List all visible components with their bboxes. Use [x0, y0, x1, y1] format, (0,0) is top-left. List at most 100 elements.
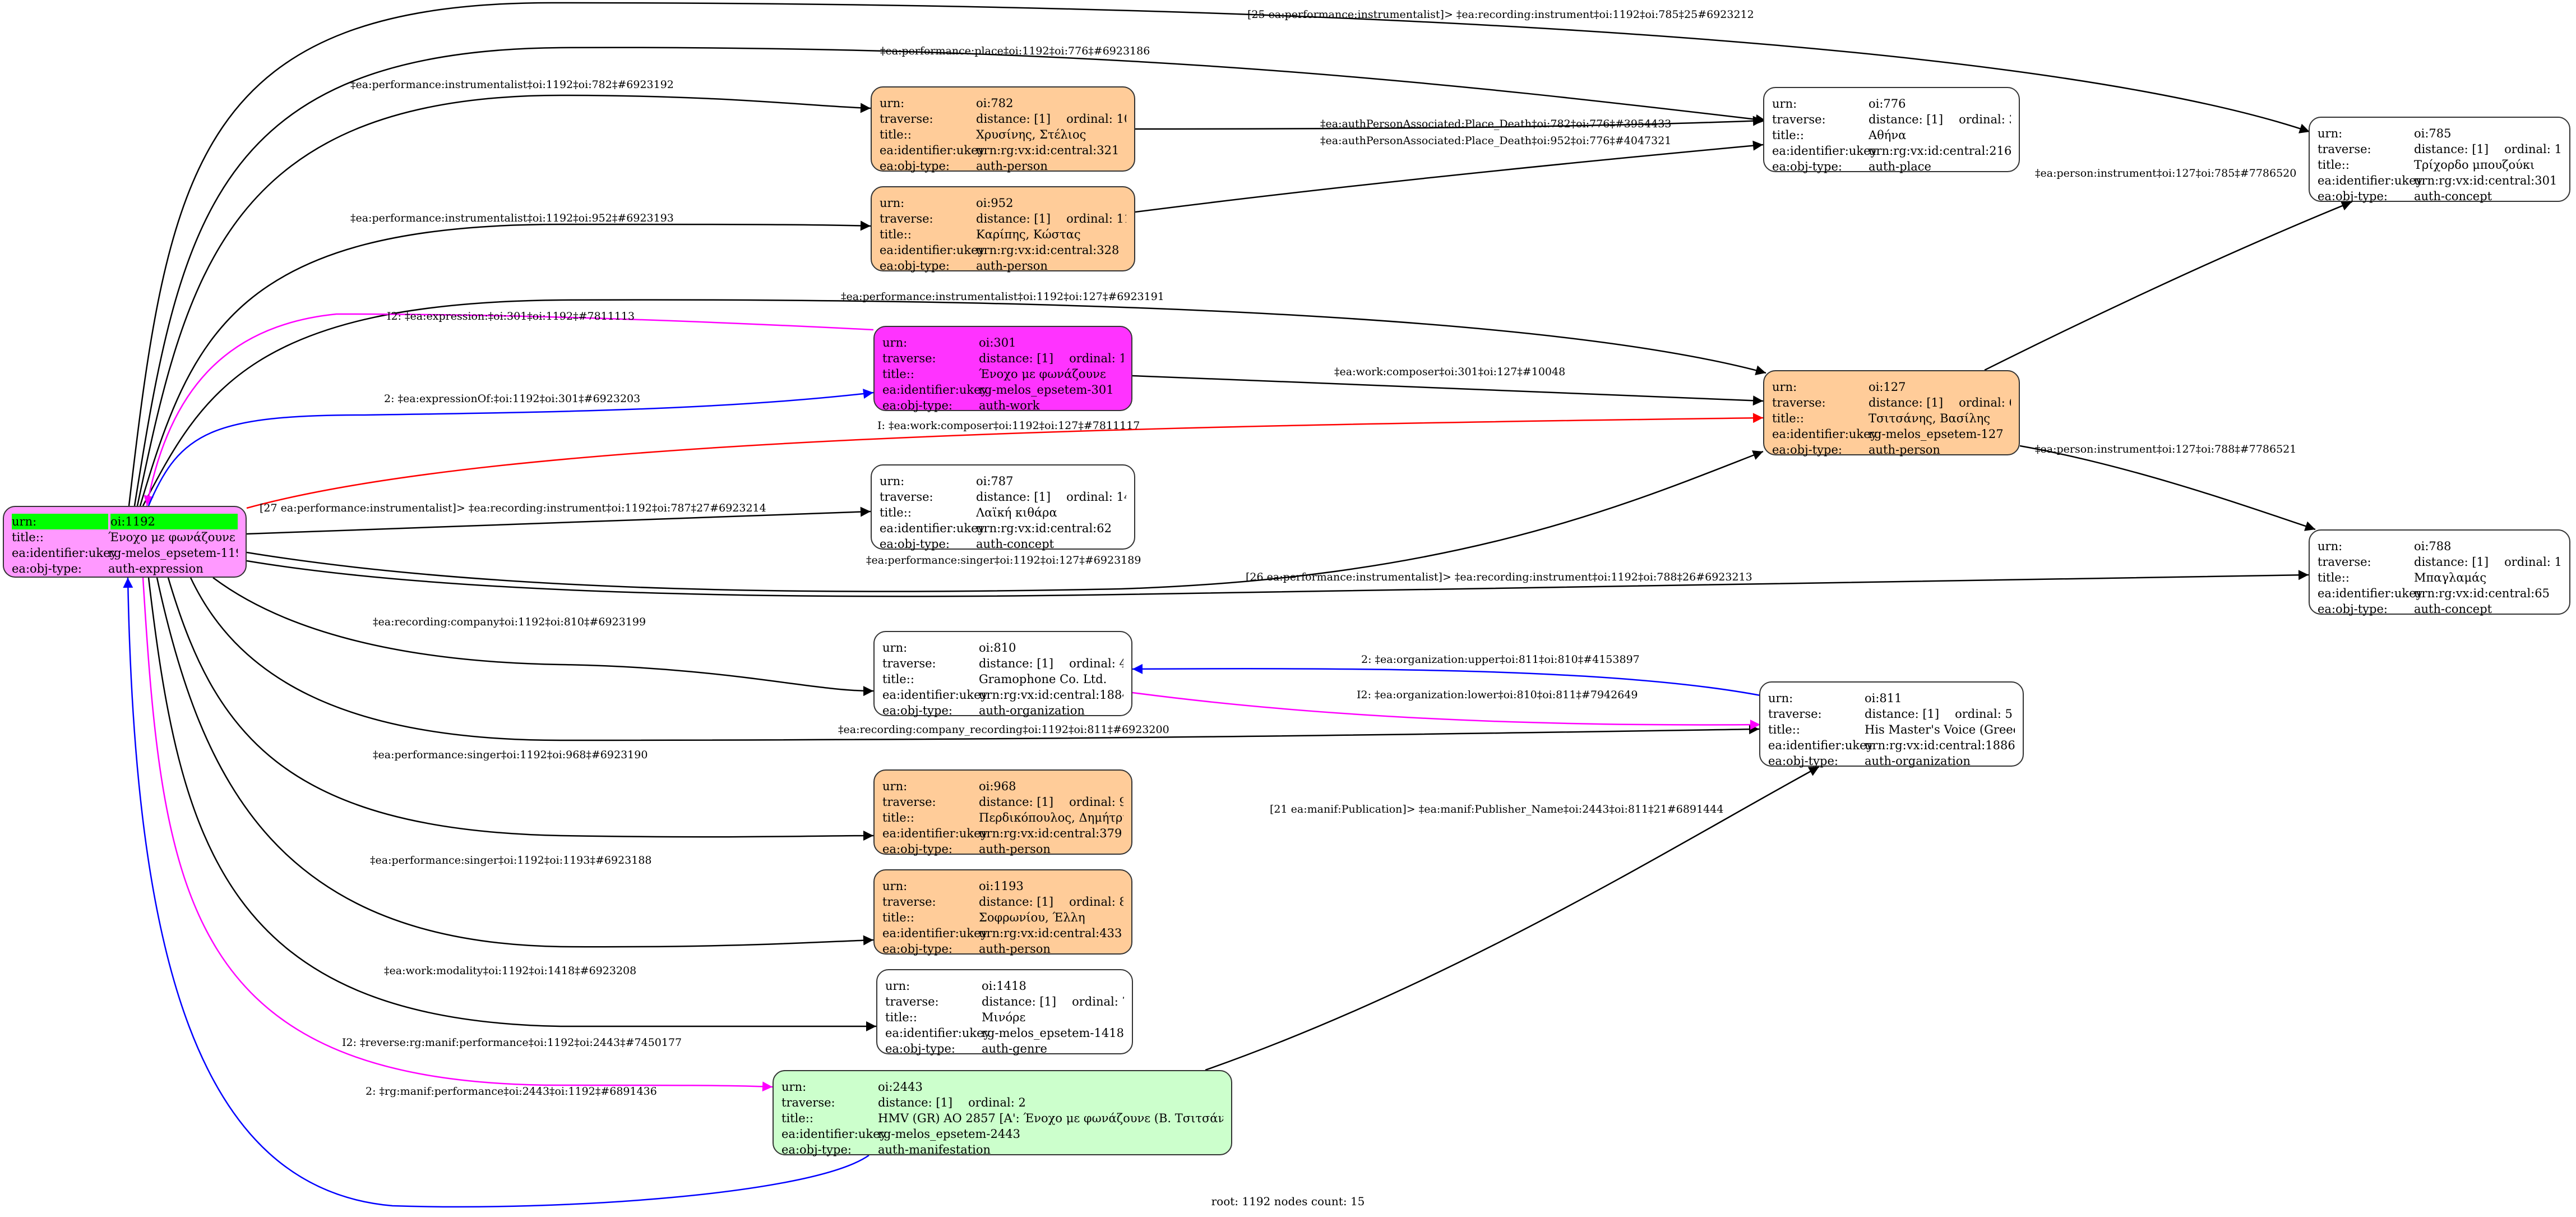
field-value: urn:rg:vx:id:central:1886 [1865, 739, 2015, 752]
field-label: ea:obj-type: [882, 399, 952, 412]
field-label: title:: [12, 531, 44, 544]
node-field-row: ea:obj-type:auth-organization [882, 703, 1123, 718]
field-label: ea:obj-type: [882, 942, 952, 956]
node-field-row: ea:obj-type:auth-manifestation [781, 1142, 1223, 1158]
field-label: title:: [882, 672, 914, 686]
field-label: ea:obj-type: [1768, 754, 1838, 768]
field-value: auth-concept [976, 537, 1055, 551]
edge-n1192-to-n811 [189, 577, 1760, 741]
field-label: title:: [880, 228, 912, 241]
ordinal-value: 3 [2009, 113, 2011, 126]
node-field-row: urn:oi:1193 [882, 878, 1123, 894]
edge-n2443-to-n811 [1205, 766, 1820, 1071]
field-value: oi:782 [976, 96, 1014, 110]
field-value: oi:127 [1869, 380, 1906, 394]
field-value: auth-concept [2414, 190, 2492, 203]
edge-label: [21 ea:manif:Publication]> ‡ea:manif:Pub… [1270, 803, 1724, 815]
node-field-row: traverse:distance: [1]ordinal: 6 [1772, 395, 2011, 411]
ordinal-value: 7 [1122, 995, 1124, 1008]
node-field-row: title::Σοφρωνίου, Έλλη [882, 910, 1123, 925]
node-field-row: title::Καρίπης, Κώστας [880, 227, 1126, 242]
node-field-row: traverse:distance: [1]ordinal: 3 [1772, 112, 2011, 127]
field-value: auth-person [979, 942, 1051, 956]
field-label: title:: [882, 367, 914, 381]
field-value: urn:rg:vx:id:central:379 [979, 827, 1122, 840]
distance-prefix: distance: [976, 112, 1034, 126]
field-label: title:: [880, 128, 912, 141]
ordinal-prefix: ordinal: [1072, 995, 1122, 1008]
node-field-row: urn:oi:968 [882, 778, 1123, 794]
field-label: traverse: [2318, 555, 2371, 569]
node-field-row: urn:oi:127 [1772, 379, 2011, 395]
field-value: auth-expression [108, 562, 204, 575]
edge-n2443-to-n1192 [123, 577, 870, 1208]
distance-value: [1] [1926, 113, 1944, 126]
node-field-row: traverse:distance: [1]ordinal: 11 [880, 211, 1126, 227]
field-label: traverse: [781, 1096, 835, 1109]
field-value: oi:968 [979, 780, 1016, 793]
field-label: ea:identifier:ukey [12, 546, 117, 560]
field-value: rg-melos_epsetem-1418 [982, 1026, 1124, 1040]
edge-label: ‡ea:person:instrument‡oi:127‡oi:785‡#778… [2035, 167, 2297, 179]
distance-value: [1] [1037, 795, 1054, 809]
node-field-row: ea:obj-type:auth-person [1772, 442, 2011, 458]
node-field-row: traverse:distance: [1]ordinal: 9 [882, 794, 1123, 810]
field-label: traverse: [1768, 707, 1822, 721]
node-field-row: urn:oi:952 [880, 195, 1126, 211]
field-label: traverse: [882, 795, 936, 809]
node-field-row: title::His Master's Voice (Greece) [1768, 722, 2015, 737]
distance-prefix: distance: [1869, 113, 1927, 126]
node-field-row: traverse:distance: [1]ordinal: 5 [1768, 706, 2015, 722]
edge-label: [26 ea:performance:instrumentalist]> ‡ea… [1246, 571, 1752, 583]
node-field-row: traverse:distance: [1]ordinal: 14 [880, 489, 1126, 505]
field-value: urn:rg:vx:id:central:65 [2414, 587, 2550, 600]
field-label: ea:identifier:ukey [880, 522, 985, 535]
edge-n1192-to-n301 [147, 389, 874, 506]
distance-prefix: distance: [878, 1096, 936, 1109]
ordinal-prefix: ordinal: [1066, 212, 1117, 225]
field-value: oi:1418 [982, 979, 1026, 993]
edge-n810-to-n811 [1132, 692, 1761, 730]
ordinal: ordinal: 10 [1066, 112, 1126, 126]
field-value: urn:rg:vx:id:central:62 [976, 522, 1112, 535]
edge-n1192-to-n968 [167, 577, 874, 841]
node-field-row: urn:oi:788 [2318, 538, 2561, 554]
distance-value: [1] [1034, 112, 1051, 126]
ordinal-prefix: ordinal: [1066, 490, 1117, 504]
field-value: auth-concept [2414, 602, 2492, 616]
field-label: ea:identifier:ukey [1768, 739, 1874, 752]
field-value: auth-organization [979, 704, 1085, 717]
field-label: traverse: [882, 895, 936, 909]
node-field-row: traverse:distance: [1]ordinal: 4 [882, 656, 1123, 671]
edge-n301-to-n1192 [144, 313, 874, 506]
distance-prefix: distance: [979, 795, 1037, 809]
ordinal-prefix: ordinal: [2504, 142, 2555, 156]
distance-prefix: distance: [979, 895, 1037, 909]
field-value: His Master's Voice (Greece) [1865, 723, 2015, 736]
field-value: urn:rg:vx:id:central:328 [976, 243, 1120, 257]
edge-label: ‡ea:recording:company_recording‡oi:1192‡… [838, 723, 1169, 736]
field-value: Λαϊκή κιθάρα [976, 506, 1057, 519]
distance-prefix: distance: [982, 995, 1040, 1008]
node-field-row: title::Χρυσίνης, Στέλιος [880, 127, 1126, 142]
field-label: title:: [885, 1011, 917, 1024]
field-label: ea:obj-type: [2318, 190, 2388, 203]
field-value: Ένοχο με φωνάζουνε [979, 367, 1106, 381]
